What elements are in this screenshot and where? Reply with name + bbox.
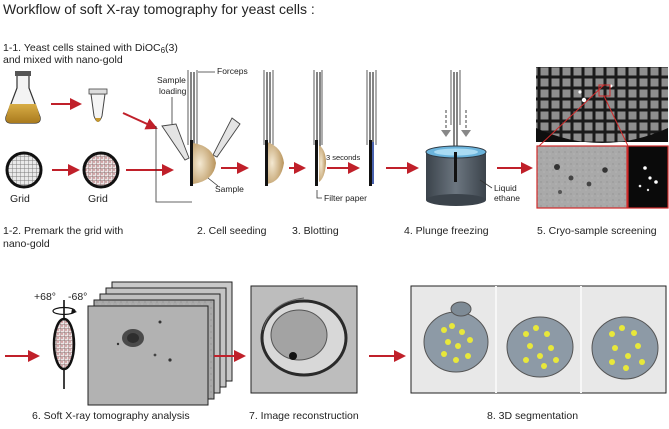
down-arrow-left-icon: [441, 110, 451, 137]
screening-fluorescence-image: [627, 145, 669, 209]
screening-overview-image: [536, 67, 668, 143]
pipette-left-icon: [161, 123, 190, 161]
liquid-ethane-label-1: Liquid: [494, 183, 517, 193]
sample-leader: [207, 177, 219, 187]
step-1-1-subscript: 6: [160, 46, 166, 55]
step-1-1-line1-end: (3): [165, 42, 178, 54]
sample-loading-label-1: Sample: [157, 75, 186, 85]
down-arrow-right-icon: [461, 110, 471, 137]
sample-label: Sample: [215, 184, 244, 194]
forceps-blot-a-icon: [263, 70, 284, 186]
step-2-caption: 2. Cell seeding: [197, 225, 267, 237]
reconstruction-slice-image: [250, 285, 358, 394]
filter-paper-label: Filter paper: [324, 193, 367, 203]
forceps-label: Forceps: [217, 66, 248, 76]
sample-loading-label-2: loading: [159, 86, 187, 96]
flask-icon: [5, 71, 41, 124]
filter-paper-leader: [316, 190, 322, 199]
pipette-right-icon: [212, 117, 241, 158]
page-title: Workflow of soft X-ray tomography for ye…: [3, 1, 315, 17]
screening-grid-square-image: [536, 145, 628, 209]
step-4-caption: 4. Plunge freezing: [404, 225, 489, 237]
step-3-caption: 3. Blotting: [292, 225, 339, 237]
grid-icon: [5, 151, 43, 189]
step-1-1-line2: and mixed with nano-gold: [3, 54, 123, 66]
liquid-ethane-label-2: ethane: [494, 193, 520, 203]
step-6-caption: 6. Soft X-ray tomography analysis: [32, 410, 190, 422]
grid-label-1: Grid: [10, 193, 30, 205]
forceps-blot-c-icon: [366, 70, 377, 186]
step-1-2-line2: nano-gold: [3, 238, 50, 250]
sample-droplet: [190, 140, 216, 186]
sample-loading-bracket: [155, 126, 192, 203]
liquid-ethane-dewar-icon: [425, 145, 487, 206]
tilt-series-stack-image: [87, 281, 233, 406]
segmentation-render-image: [410, 285, 667, 394]
step-5-caption: 5. Cryo-sample screening: [537, 225, 657, 237]
step-1-1-line1: 1-1. Yeast cells stained with DiOC: [3, 42, 161, 54]
tube-icon: [88, 88, 108, 122]
liquid-ethane-leader: [479, 179, 493, 189]
forceps-blot-b-icon: [313, 70, 326, 186]
screening-zoom-lines: [538, 84, 629, 147]
rotated-grid-icon: [52, 317, 76, 371]
step-8-caption: 8. 3D segmentation: [487, 410, 579, 422]
marked-grid-icon: [82, 151, 120, 189]
step-7-caption: 7. Image reconstruction: [249, 410, 359, 422]
step-1-2-line1: 1-2. Premark the grid with: [3, 225, 124, 237]
duration-label: 3 seconds: [326, 153, 361, 162]
angle-pos-label: +68°: [34, 291, 57, 303]
arrow-tube-to-seeding: [122, 112, 158, 130]
angle-neg-label: -68°: [68, 291, 88, 303]
step-1-1-label: 1-1. Yeast cells stained with DiOC6(3): [3, 42, 178, 55]
grid-label-2: Grid: [88, 193, 108, 205]
